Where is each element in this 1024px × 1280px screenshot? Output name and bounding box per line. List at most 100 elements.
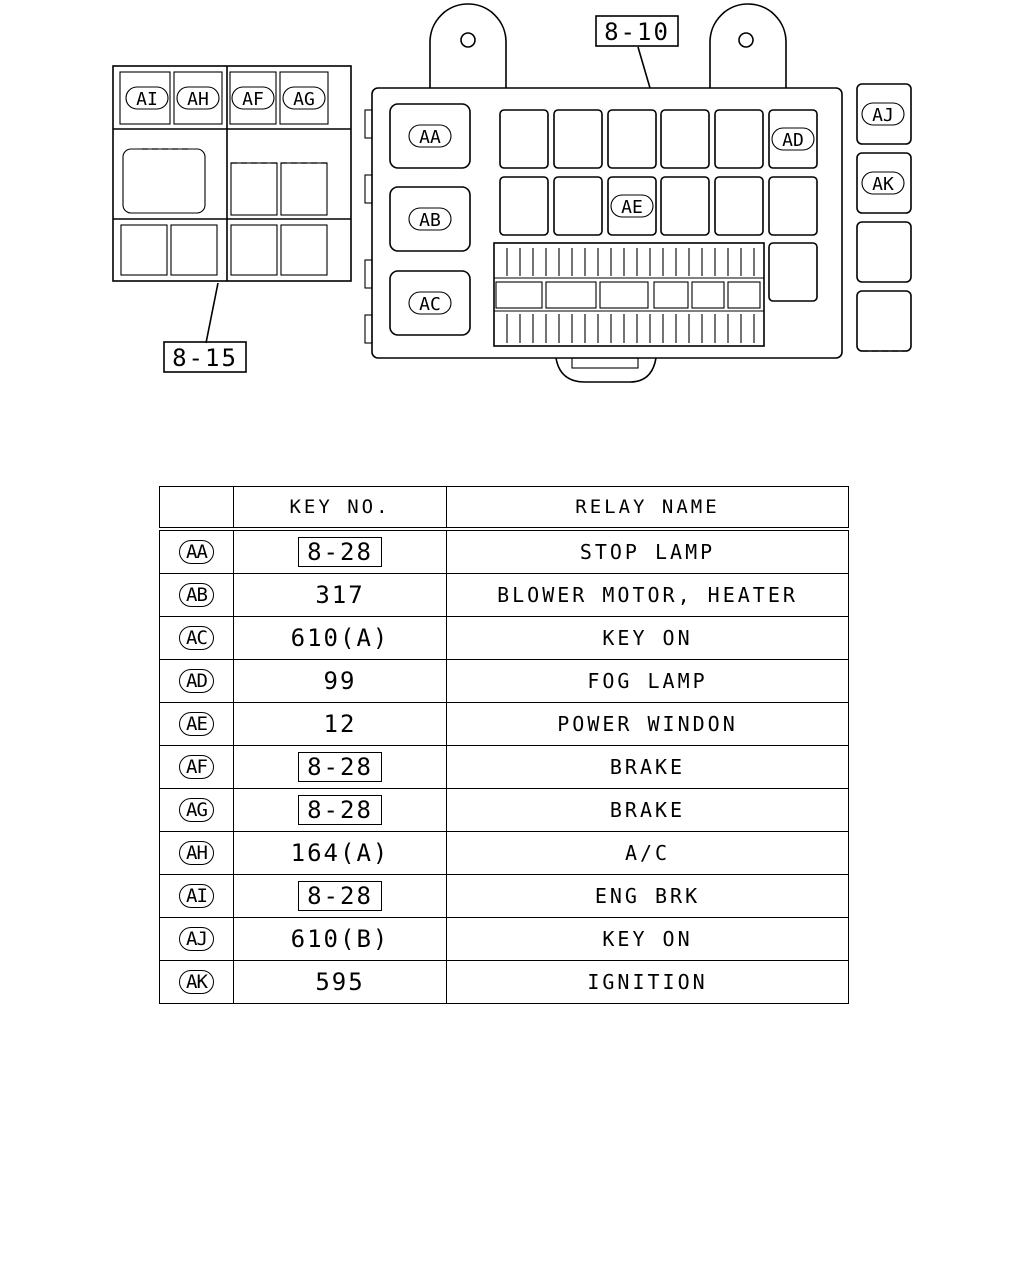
diagram-relay-labels: AI AH AF AG AA AB AC AD AE AJ AK — [125, 86, 905, 315]
row-relay-cell: ENG BRK — [446, 874, 849, 918]
row-id-cell: AB — [159, 573, 234, 617]
row-key-cell: 8-28 — [233, 528, 447, 574]
relay-id-bubble: AH — [179, 841, 214, 865]
key-number: 99 — [323, 667, 357, 695]
table-row: AH 164(A) A/C — [159, 831, 849, 875]
row-relay-cell: POWER WINDON — [446, 702, 849, 746]
label-aj: AJ — [872, 105, 894, 126]
row-relay-cell: STOP LAMP — [446, 528, 849, 574]
row-id-cell: AK — [159, 960, 234, 1004]
relay-id-bubble: AA — [179, 540, 214, 564]
key-number: 8-28 — [298, 795, 382, 825]
row-key-cell: 12 — [233, 702, 447, 746]
relay-id-bubble: AJ — [179, 927, 214, 951]
row-relay-cell: BLOWER MOTOR, HEATER — [446, 573, 849, 617]
row-key-cell: 99 — [233, 659, 447, 703]
table-row: AA 8-28 STOP LAMP — [159, 528, 849, 574]
key-number: 610(B) — [290, 925, 390, 953]
table-row: AG 8-28 BRAKE — [159, 788, 849, 832]
row-id-cell: AE — [159, 702, 234, 746]
table-row: AI 8-28 ENG BRK — [159, 874, 849, 918]
row-key-cell: 164(A) — [233, 831, 447, 875]
row-id-cell: AC — [159, 616, 234, 660]
relay-id-bubble: AC — [179, 626, 214, 650]
label-ag: AG — [293, 89, 315, 110]
row-key-cell: 610(A) — [233, 616, 447, 660]
relay-id-bubble: AD — [179, 669, 214, 693]
relay-name: BRAKE — [609, 798, 686, 822]
row-key-cell: 8-28 — [233, 788, 447, 832]
row-key-cell: 317 — [233, 573, 447, 617]
fuse-strip-top — [506, 248, 755, 276]
key-number: 8-28 — [298, 752, 382, 782]
relay-name: POWER WINDON — [557, 712, 738, 736]
header-relay-name: RELAY NAME — [446, 486, 849, 531]
label-ac: AC — [419, 294, 441, 315]
right-relay-column — [856, 83, 912, 352]
row-key-cell: 8-28 — [233, 745, 447, 789]
table-row: AD 99 FOG LAMP — [159, 659, 849, 703]
table-row: AB 317 BLOWER MOTOR, HEATER — [159, 573, 849, 617]
row-relay-cell: BRAKE — [446, 745, 849, 789]
row-relay-cell: A/C — [446, 831, 849, 875]
left-relay-box — [112, 65, 352, 344]
row-key-cell: 595 — [233, 960, 447, 1004]
row-id-cell: AA — [159, 528, 234, 574]
relay-id-bubble: AG — [179, 798, 214, 822]
table-header-row: KEY NO. RELAY NAME — [159, 486, 849, 531]
row-id-cell: AF — [159, 745, 234, 789]
relay-name: ENG BRK — [594, 884, 701, 908]
row-relay-cell: BRAKE — [446, 788, 849, 832]
label-ak: AK — [872, 174, 894, 195]
key-number: 8-28 — [298, 881, 382, 911]
relay-id-bubble: AF — [179, 755, 214, 779]
relay-id-bubble: AE — [179, 712, 214, 736]
row-relay-cell: IGNITION — [446, 960, 849, 1004]
row-key-cell: 8-28 — [233, 874, 447, 918]
relay-name: IGNITION — [587, 970, 708, 994]
row-relay-cell: FOG LAMP — [446, 659, 849, 703]
row-id-cell: AH — [159, 831, 234, 875]
relay-name: STOP LAMP — [579, 540, 716, 564]
relay-name: KEY ON — [602, 927, 693, 951]
key-number: 164(A) — [290, 839, 390, 867]
row-relay-cell: KEY ON — [446, 616, 849, 660]
key-number: 595 — [315, 968, 365, 996]
key-number: 12 — [323, 710, 357, 738]
key-number: 317 — [315, 581, 365, 609]
relay-name: KEY ON — [602, 626, 693, 650]
relay-id-bubble: AB — [179, 583, 214, 607]
relay-id-bubble: AK — [179, 970, 214, 994]
table-row: AK 595 IGNITION — [159, 960, 849, 1004]
row-relay-cell: KEY ON — [446, 917, 849, 961]
fuse-strip-bottom — [506, 314, 755, 343]
relay-name: A/C — [624, 841, 671, 865]
fuse-relay-box-diagram: 8-10 8-15 AI AH AF AG AA AB AC AD AE AJ … — [112, 3, 912, 383]
key-number: 610(A) — [290, 624, 390, 652]
row-id-cell: AG — [159, 788, 234, 832]
relay-name: BLOWER MOTOR, HEATER — [497, 583, 798, 607]
key-number: 8-28 — [298, 537, 382, 567]
row-id-cell: AD — [159, 659, 234, 703]
header-id — [159, 486, 234, 531]
row-id-cell: AI — [159, 874, 234, 918]
label-ad: AD — [782, 130, 804, 151]
table-row: AE 12 POWER WINDON — [159, 702, 849, 746]
table-row: AJ 610(B) KEY ON — [159, 917, 849, 961]
callout-left-label: 8-15 — [172, 344, 238, 372]
relay-name: FOG LAMP — [587, 669, 708, 693]
table-row: AF 8-28 BRAKE — [159, 745, 849, 789]
label-af: AF — [242, 89, 264, 110]
row-id-cell: AJ — [159, 917, 234, 961]
label-ah: AH — [187, 89, 209, 110]
header-key-no: KEY NO. — [233, 486, 447, 531]
label-ai: AI — [136, 89, 158, 110]
table-row: AC 610(A) KEY ON — [159, 616, 849, 660]
row-key-cell: 610(B) — [233, 917, 447, 961]
label-ae: AE — [621, 197, 643, 218]
label-ab: AB — [419, 210, 441, 231]
relay-id-bubble: AI — [179, 884, 214, 908]
main-fuse-box — [364, 3, 843, 383]
relay-name: BRAKE — [609, 755, 686, 779]
